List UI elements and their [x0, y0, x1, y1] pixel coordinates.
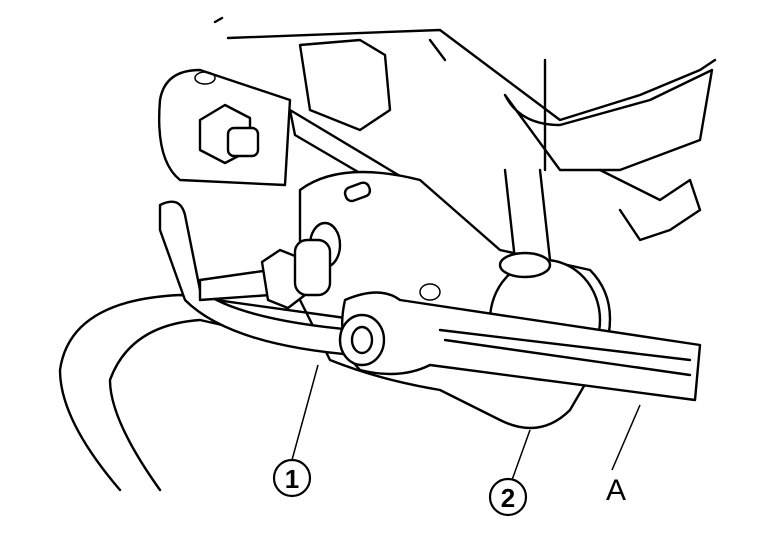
callout-2-label: 2 — [501, 483, 515, 513]
leader-line-2 — [511, 429, 531, 481]
callout-1-label: 1 — [285, 464, 299, 494]
leader-line-1 — [291, 364, 319, 461]
callout-a-label: A — [606, 474, 626, 507]
leader-line-a — [611, 404, 641, 471]
callout-2: 2 — [488, 477, 528, 517]
stabilizer-connecting-rod — [198, 238, 702, 402]
stabilizer-bar — [58, 200, 362, 492]
body-panel — [213, 16, 717, 242]
callout-1: 1 — [272, 458, 312, 498]
